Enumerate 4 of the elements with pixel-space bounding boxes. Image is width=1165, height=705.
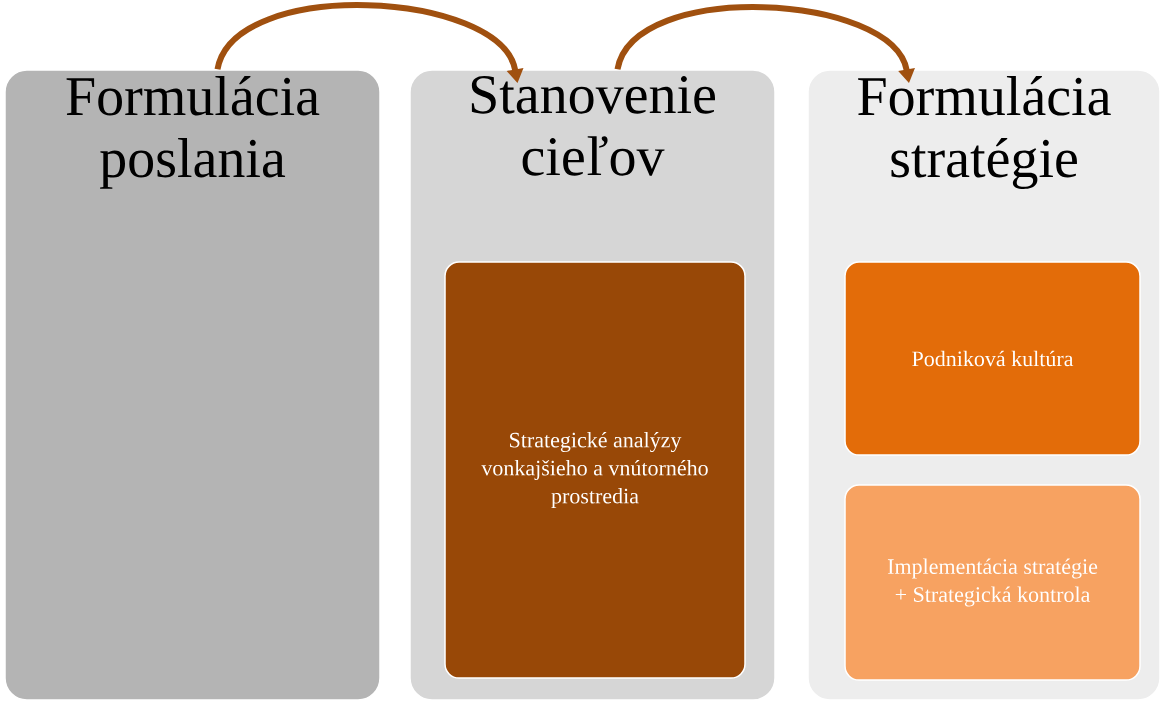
process-box: Strategické analýzy vonkajšieho a vnútorného prostredia bbox=[444, 261, 746, 679]
process-box: Podniková kultúra bbox=[844, 261, 1141, 456]
process-box: Implementácia stratégie + Strategická kontrola bbox=[844, 484, 1141, 681]
stage-panel: Formulácia poslania bbox=[4, 69, 381, 701]
